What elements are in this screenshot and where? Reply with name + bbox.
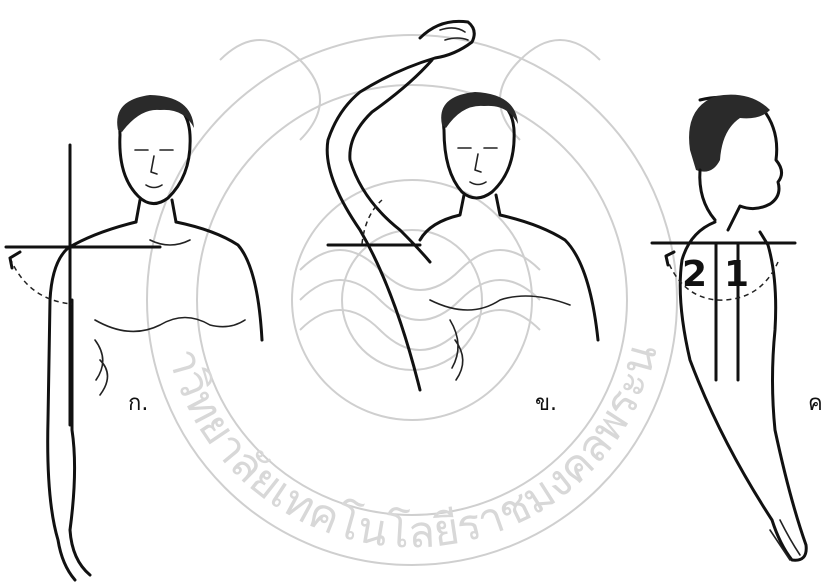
mark-2: 2 — [682, 254, 707, 295]
range-arc — [10, 258, 72, 304]
panel-label-3: ค. — [808, 391, 825, 416]
arrow-head — [10, 252, 20, 268]
mark-1: 1 — [724, 254, 749, 295]
watermark-text: มหาวิทยาลัยเทคโนโลยีราชมงคลพระนคร — [0, 0, 668, 559]
panel-label-2: ข. — [535, 391, 557, 416]
figure-front-arm-raised: ข. — [327, 21, 598, 416]
figure-front-arm-down: ก. — [6, 95, 262, 580]
watermark-seal: มหาวิทยาลัยเทคโนโลยีราชมงคลพระนคร — [0, 0, 677, 565]
panel-label-1: ก. — [128, 391, 148, 416]
figure-side-view: 2 1 ค. — [652, 95, 825, 561]
